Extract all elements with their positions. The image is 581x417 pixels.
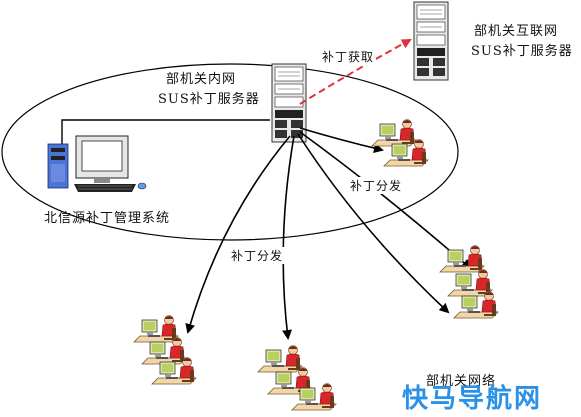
distribute-arrow-3 (297, 133, 450, 314)
pc-to-server-link (61, 119, 270, 144)
watermark-text: 快马导航网 (402, 384, 543, 414)
client-group-upper-right (371, 119, 429, 167)
distribute-arrow-2 (299, 131, 472, 270)
intranet-server-subtitle: SUS补丁服务器 (158, 92, 260, 107)
distribute-arrow-5 (282, 135, 295, 340)
patch-distribute-label-right: 补丁分发 (348, 177, 405, 194)
client-group-bottom-left (133, 315, 197, 385)
intranet-server-title: 部机关内网 (166, 72, 237, 87)
intranet-boundary-ellipse (1, 63, 459, 241)
patch-fetch-arrow (299, 39, 412, 105)
client-group-bottom-center (257, 345, 337, 411)
patch-management-pc-icon (47, 135, 147, 192)
patch-fetch-label: 补丁获取 (320, 48, 377, 65)
internet-sus-server-icon (413, 1, 449, 81)
patch-distribute-label-left: 补丁分发 (229, 247, 286, 264)
internet-server-title: 部机关互联网 (474, 24, 559, 39)
network-label: 部机关网络 (426, 374, 497, 389)
distribute-arrow-4 (185, 135, 291, 334)
client-group-lower-right (439, 245, 499, 319)
patch-management-system-label: 北信源补丁管理系统 (44, 211, 171, 226)
internet-server-subtitle: SUS补丁服务器 (471, 44, 573, 59)
distribute-arrow-1 (299, 127, 384, 154)
